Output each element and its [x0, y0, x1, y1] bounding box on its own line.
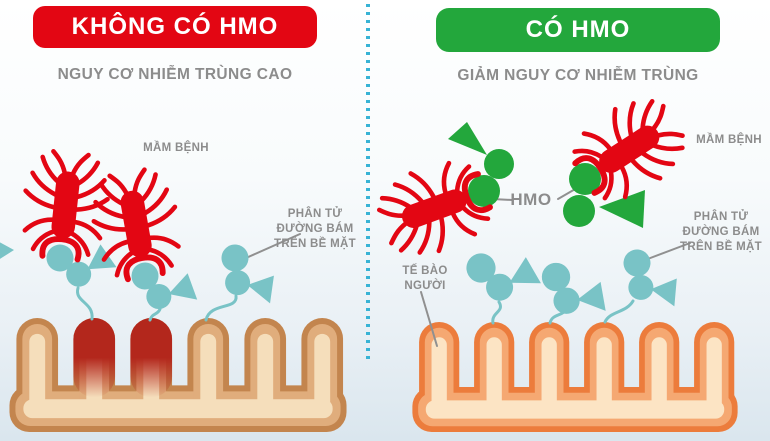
pointer-line — [420, 291, 438, 347]
sugar-receptor-icon — [0, 242, 14, 259]
sugar-receptor-icon — [620, 248, 680, 307]
subtitle-with-hmo: GIẢM NGUY CƠ NHIỄM TRÙNG — [457, 67, 699, 84]
subtitle-no-hmo: NGUY CƠ NHIỄM TRÙNG CAO — [57, 66, 293, 83]
intestinal-villi-left-illustration — [9, 318, 347, 432]
hmo-molecule-icon — [448, 122, 514, 207]
villi-highlight — [23, 333, 333, 419]
human-cell-label: TẾ BÀO NGƯỜI — [402, 265, 448, 292]
pointer-lines — [245, 187, 691, 347]
pathogen-bacterium-icon — [371, 152, 498, 265]
infected-villi-tips — [73, 318, 173, 398]
hmo-molecules — [448, 122, 645, 228]
sugar-receptor-icon — [216, 242, 278, 304]
intestinal-villi-right-illustration — [412, 322, 738, 432]
sugar-molecule-label-left: PHÂN TỬ ĐƯỜNG BÁM TRÊN BỀ MẶT — [274, 208, 356, 250]
hmo-molecule-icon — [563, 163, 645, 228]
receptor-stalks — [76, 286, 635, 325]
banner-no-hmo: KHÔNG CÓ HMO — [33, 6, 317, 48]
sugar-receptors — [0, 223, 680, 321]
sugar-molecule-label-right: PHÂN TỬ ĐƯỜNG BÁM TRÊN BỀ MẶT — [680, 211, 762, 253]
villi-highlight — [425, 337, 725, 419]
sugar-receptor-icon — [539, 255, 606, 321]
banner-with-hmo: CÓ HMO — [436, 8, 720, 52]
pathogen-label-right: MẦM BỆNH — [696, 134, 762, 146]
divider-dotted-line — [366, 4, 370, 362]
pointer-line — [644, 242, 691, 261]
pathogen-label-left: MẦM BỆNH — [143, 142, 209, 154]
pointer-line — [245, 233, 301, 259]
hmo-label: HMO — [510, 190, 552, 209]
